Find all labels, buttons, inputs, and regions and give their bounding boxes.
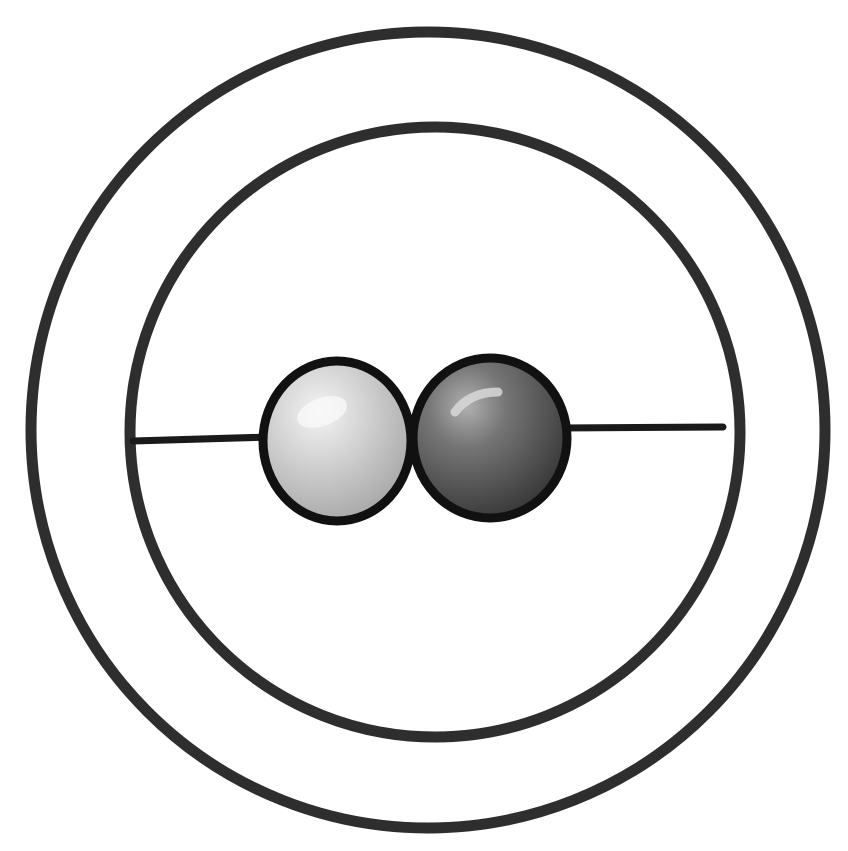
light-sphere [263,361,411,521]
axis-line-left [133,437,270,441]
axis-line-right [560,427,723,428]
dark-sphere [413,358,567,518]
